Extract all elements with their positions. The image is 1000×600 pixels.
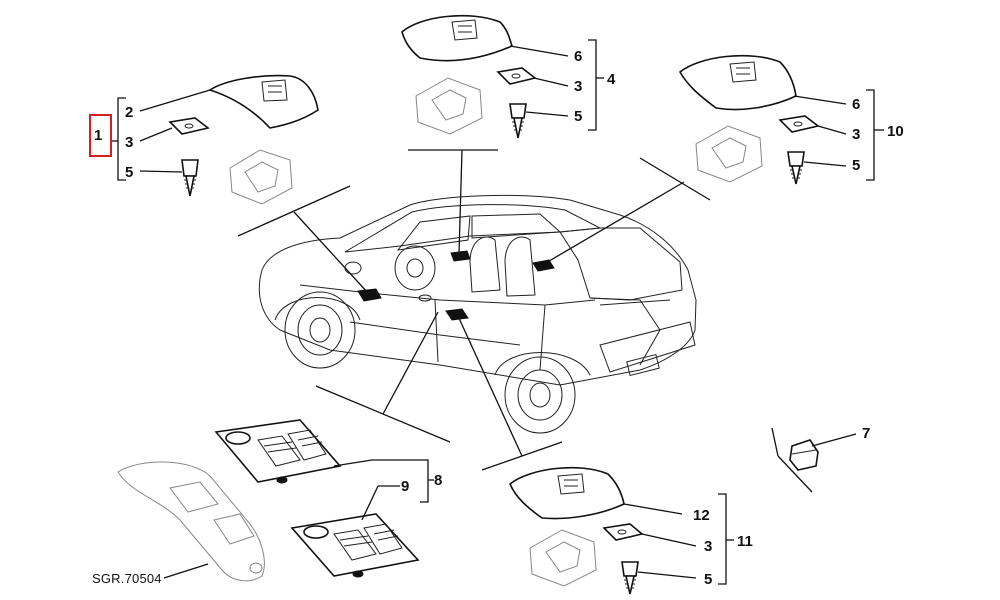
part-7-group: 7 [771,425,870,493]
callout-9: 9 [401,478,409,495]
lamp-location-roof-front [450,250,471,262]
lamp-assembly-group-8: 9 8 SGR.70504 [92,419,442,586]
lamp-location-luggage [532,259,555,272]
callout-5: 5 [125,164,133,181]
lamp-location-front-door [357,288,382,302]
callout-7: 7 [862,425,870,442]
bulb [789,439,819,471]
callout-5: 5 [704,571,712,588]
lamp-unit [290,513,420,577]
spring-clip [602,523,644,541]
screw [787,151,805,185]
callout-3: 3 [704,538,712,555]
screw [621,561,639,595]
car-illustration [258,194,697,434]
callout-3: 3 [852,126,860,143]
callout-6: 6 [852,96,860,113]
callout-4: 4 [607,71,616,88]
spring-clip [496,67,537,85]
spring-clip [168,117,210,135]
callout-3: 3 [125,134,133,151]
lamp-location-rear-door [445,308,469,321]
callout-8: 8 [434,472,442,489]
callout-5: 5 [574,108,582,125]
lamp-assembly-group-4: 6 3 5 4 [401,14,616,139]
callout-12: 12 [693,507,710,524]
lamp-assembly-group-1: 2 3 5 1 [89,74,319,205]
callout-10: 10 [887,123,904,140]
callout-1: 1 [94,127,102,144]
callout-11: 11 [737,533,753,550]
screw [509,103,527,139]
spring-clip [778,115,820,133]
lamp-cover [208,74,319,129]
drawing-reference-code: SGR.70504 [92,571,162,586]
lamp-assembly-group-10: 6 3 5 10 [678,54,904,185]
callout-3: 3 [574,78,582,95]
roof-console [117,461,265,582]
screw-head [621,561,639,577]
leader-lines [237,149,711,471]
screw [181,159,199,197]
callout-1-highlight [89,114,112,157]
callout-2: 2 [125,104,133,121]
lamp-cover [401,14,513,62]
lamp-assembly-group-11: 12 3 5 11 [509,466,753,595]
callout-6: 6 [574,48,582,65]
callout-5: 5 [852,157,860,174]
